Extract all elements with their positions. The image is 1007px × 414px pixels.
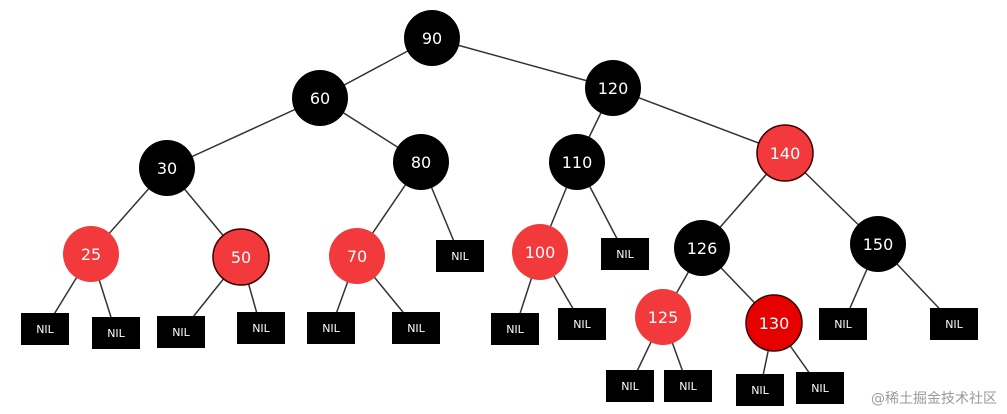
nil-leaf-label: NIL xyxy=(679,380,697,393)
tree-node-value: 120 xyxy=(598,79,629,98)
tree-node-value: 80 xyxy=(411,153,431,172)
nil-leaf: NIL xyxy=(558,308,606,340)
tree-node-circle xyxy=(63,226,119,282)
nil-leaf-label: NIL xyxy=(616,248,634,261)
nil-leaf-box xyxy=(606,370,654,402)
nil-leaf-label: NIL xyxy=(107,327,125,340)
tree-node-circle xyxy=(756,124,814,182)
nil-leaf-label: NIL xyxy=(945,318,963,331)
tree-node-circle xyxy=(850,216,906,272)
nil-leaf-label: NIL xyxy=(407,322,425,335)
tree-node-value: 125 xyxy=(648,308,679,327)
tree-node-120: 120 xyxy=(585,60,641,116)
tree-node-value: 140 xyxy=(770,144,801,163)
nil-leaf-label: NIL xyxy=(252,322,270,335)
tree-node-150: 150 xyxy=(850,216,906,272)
nil-leaf-box xyxy=(736,374,784,406)
tree-edge-n90-n120 xyxy=(431,37,614,89)
tree-node-90: 90 xyxy=(404,10,460,66)
nil-leaf-label: NIL xyxy=(322,322,340,335)
nil-leaf-box xyxy=(392,312,440,344)
nil-leaf-label: NIL xyxy=(172,326,190,339)
tree-node-value: 70 xyxy=(347,247,367,266)
tree-edge-n120-n140 xyxy=(612,87,786,154)
tree-node-value: 150 xyxy=(863,235,894,254)
nil-leaf-box xyxy=(601,238,649,270)
nil-leaf: NIL xyxy=(796,372,844,404)
nil-leaf: NIL xyxy=(237,312,285,344)
nil-leaf-box xyxy=(307,312,355,344)
nil-leaf-box xyxy=(819,308,867,340)
nil-leaf: NIL xyxy=(436,240,484,272)
tree-node-circle xyxy=(292,70,348,126)
nil-leaf: NIL xyxy=(606,370,654,402)
tree-node-140: 140 xyxy=(756,124,814,182)
tree-node-circle xyxy=(585,60,641,116)
tree-node-value: 50 xyxy=(231,248,251,267)
nil-leaf-label: NIL xyxy=(506,323,524,336)
tree-node-60: 60 xyxy=(292,70,348,126)
nil-leaf-label: NIL xyxy=(751,384,769,397)
tree-node-50: 50 xyxy=(212,228,270,286)
nil-leaf: NIL xyxy=(819,308,867,340)
tree-node-circle xyxy=(549,134,605,190)
nil-leaf: NIL xyxy=(664,370,712,402)
tree-node-value: 126 xyxy=(687,239,718,258)
tree-node-125: 125 xyxy=(635,289,691,345)
nil-leaf-box xyxy=(237,312,285,344)
tree-edge-n60-n30 xyxy=(166,97,321,169)
watermark-text: @稀土掘金技术社区 xyxy=(871,391,997,407)
tree-node-80: 80 xyxy=(393,134,449,190)
nil-leaf-label: NIL xyxy=(451,250,469,263)
tree-node-circle xyxy=(404,10,460,66)
tree-node-110: 110 xyxy=(549,134,605,190)
nil-leaf-box xyxy=(558,308,606,340)
nil-leaf-box xyxy=(491,313,539,345)
tree-node-126: 126 xyxy=(674,220,730,276)
nil-leaf-box xyxy=(21,313,69,345)
nil-leaf-box xyxy=(796,372,844,404)
nil-leaf-box xyxy=(930,308,978,340)
tree-node-value: 100 xyxy=(525,243,556,262)
tree-node-30: 30 xyxy=(139,140,195,196)
tree-node-circle xyxy=(393,134,449,190)
nil-leaf-box xyxy=(157,316,205,348)
tree-node-value: 90 xyxy=(422,29,442,48)
nil-leaf: NIL xyxy=(157,316,205,348)
nil-leaf-box xyxy=(92,317,140,349)
tree-node-100: 100 xyxy=(512,224,568,280)
tree-node-circle xyxy=(212,228,270,286)
nil-leaf-label: NIL xyxy=(573,318,591,331)
tree-node-value: 130 xyxy=(759,314,790,333)
tree-node-circle xyxy=(745,294,803,352)
nil-leaf-label: NIL xyxy=(834,318,852,331)
nil-leaf-box xyxy=(664,370,712,402)
tree-node-circle xyxy=(512,224,568,280)
nil-leaf: NIL xyxy=(736,374,784,406)
tree-node-value: 110 xyxy=(562,153,593,172)
tree-node-circle xyxy=(329,228,385,284)
tree-node-130: 130 xyxy=(745,294,803,352)
tree-node-25: 25 xyxy=(63,226,119,282)
nil-leaf: NIL xyxy=(392,312,440,344)
tree-node-circle xyxy=(139,140,195,196)
tree-node-circle xyxy=(635,289,691,345)
nil-leaf-label: NIL xyxy=(36,323,54,336)
nil-leaf: NIL xyxy=(92,317,140,349)
tree-node-value: 60 xyxy=(310,89,330,108)
nil-leaf: NIL xyxy=(491,313,539,345)
tree-node-value: 25 xyxy=(81,245,101,264)
nil-leaf: NIL xyxy=(930,308,978,340)
nil-leaf: NIL xyxy=(601,238,649,270)
nil-leaf-label: NIL xyxy=(621,380,639,393)
tree-node-value: 30 xyxy=(157,159,177,178)
nil-leaf: NIL xyxy=(307,312,355,344)
nil-leaf-box xyxy=(436,240,484,272)
tree-node-70: 70 xyxy=(329,228,385,284)
nil-leaf: NIL xyxy=(21,313,69,345)
nil-leaf-label: NIL xyxy=(811,382,829,395)
tree-node-circle xyxy=(674,220,730,276)
